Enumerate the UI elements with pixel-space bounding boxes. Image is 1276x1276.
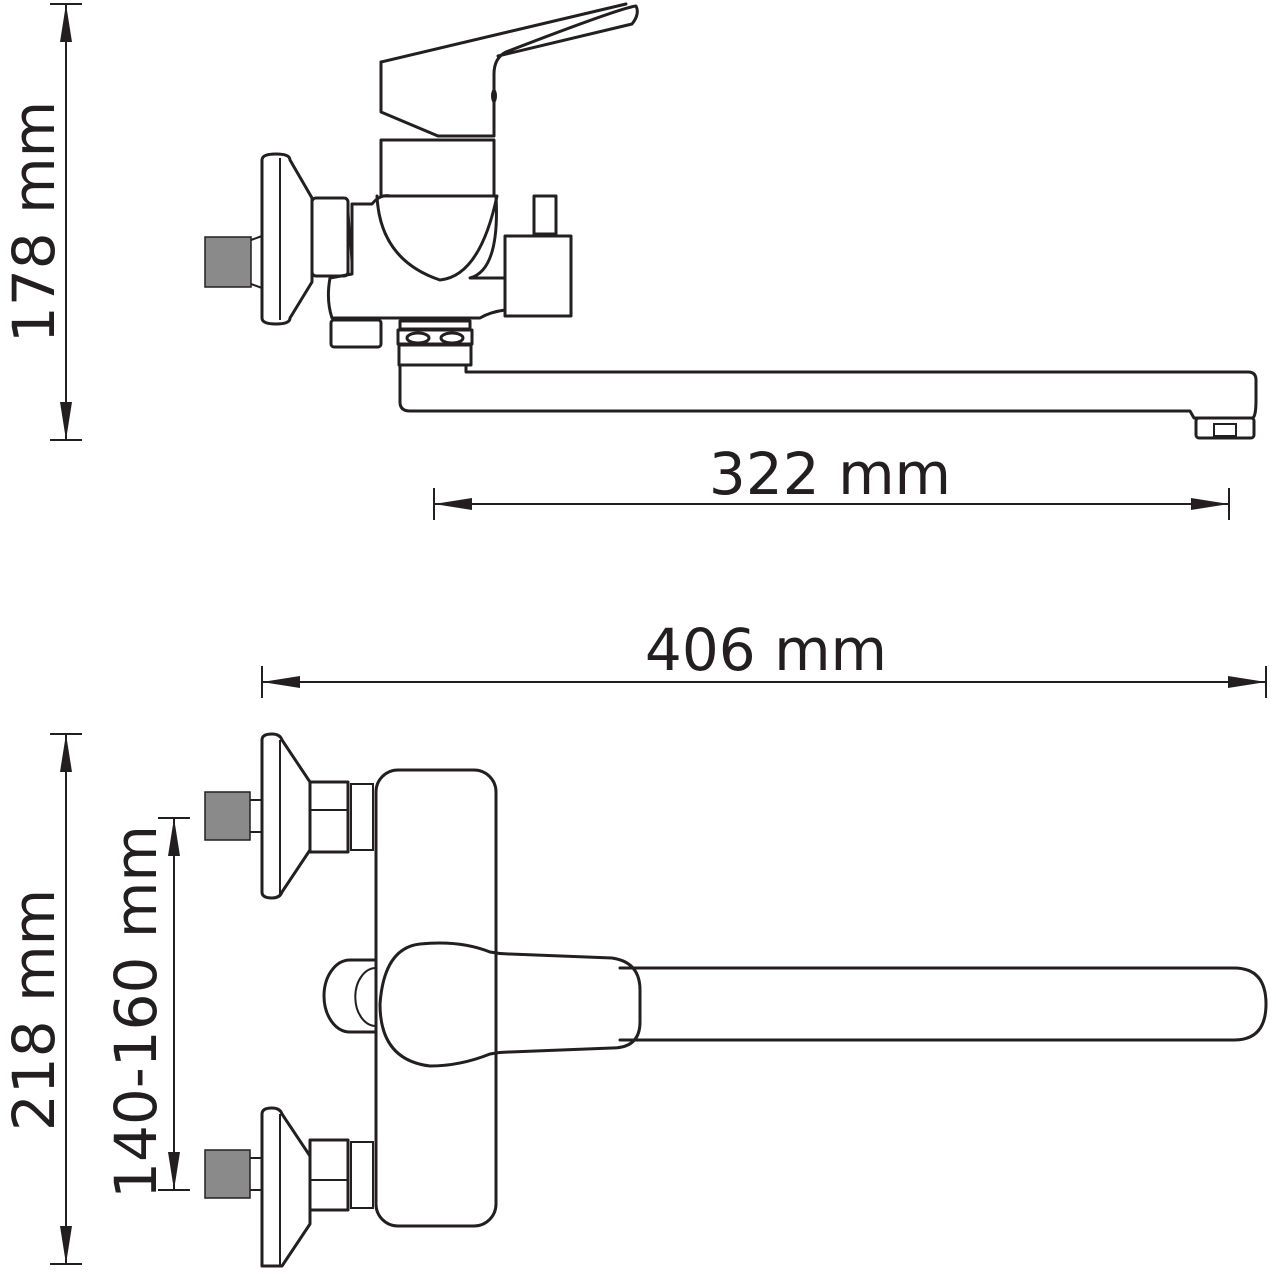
total-width-label: 406 mm [645, 616, 887, 684]
upper-inlet-connector [204, 732, 374, 900]
inlet-spacing-label: 140-160 mm [102, 825, 170, 1199]
front-height-label: 218 mm [0, 889, 68, 1131]
side-view: 178 mm [0, 2, 1258, 520]
spout [618, 966, 1268, 1042]
lower-inlet-connector [204, 1106, 374, 1268]
dimension-side-height: 178 mm [0, 3, 82, 441]
dimension-front-height: 218 mm [0, 733, 82, 1265]
mixer-body [374, 768, 498, 1228]
lever-handle [378, 941, 642, 1068]
side-height-label: 178 mm [0, 101, 68, 343]
dimension-inlet-spacing: 140-160 mm [102, 817, 190, 1199]
spout-reach-label: 322 mm [709, 440, 951, 508]
front-view: 406 mm 218 mm 140-160 mm [0, 616, 1268, 1268]
dimension-total-width: 406 mm [261, 616, 1267, 698]
dimension-spout-reach: 322 mm [433, 440, 1230, 520]
